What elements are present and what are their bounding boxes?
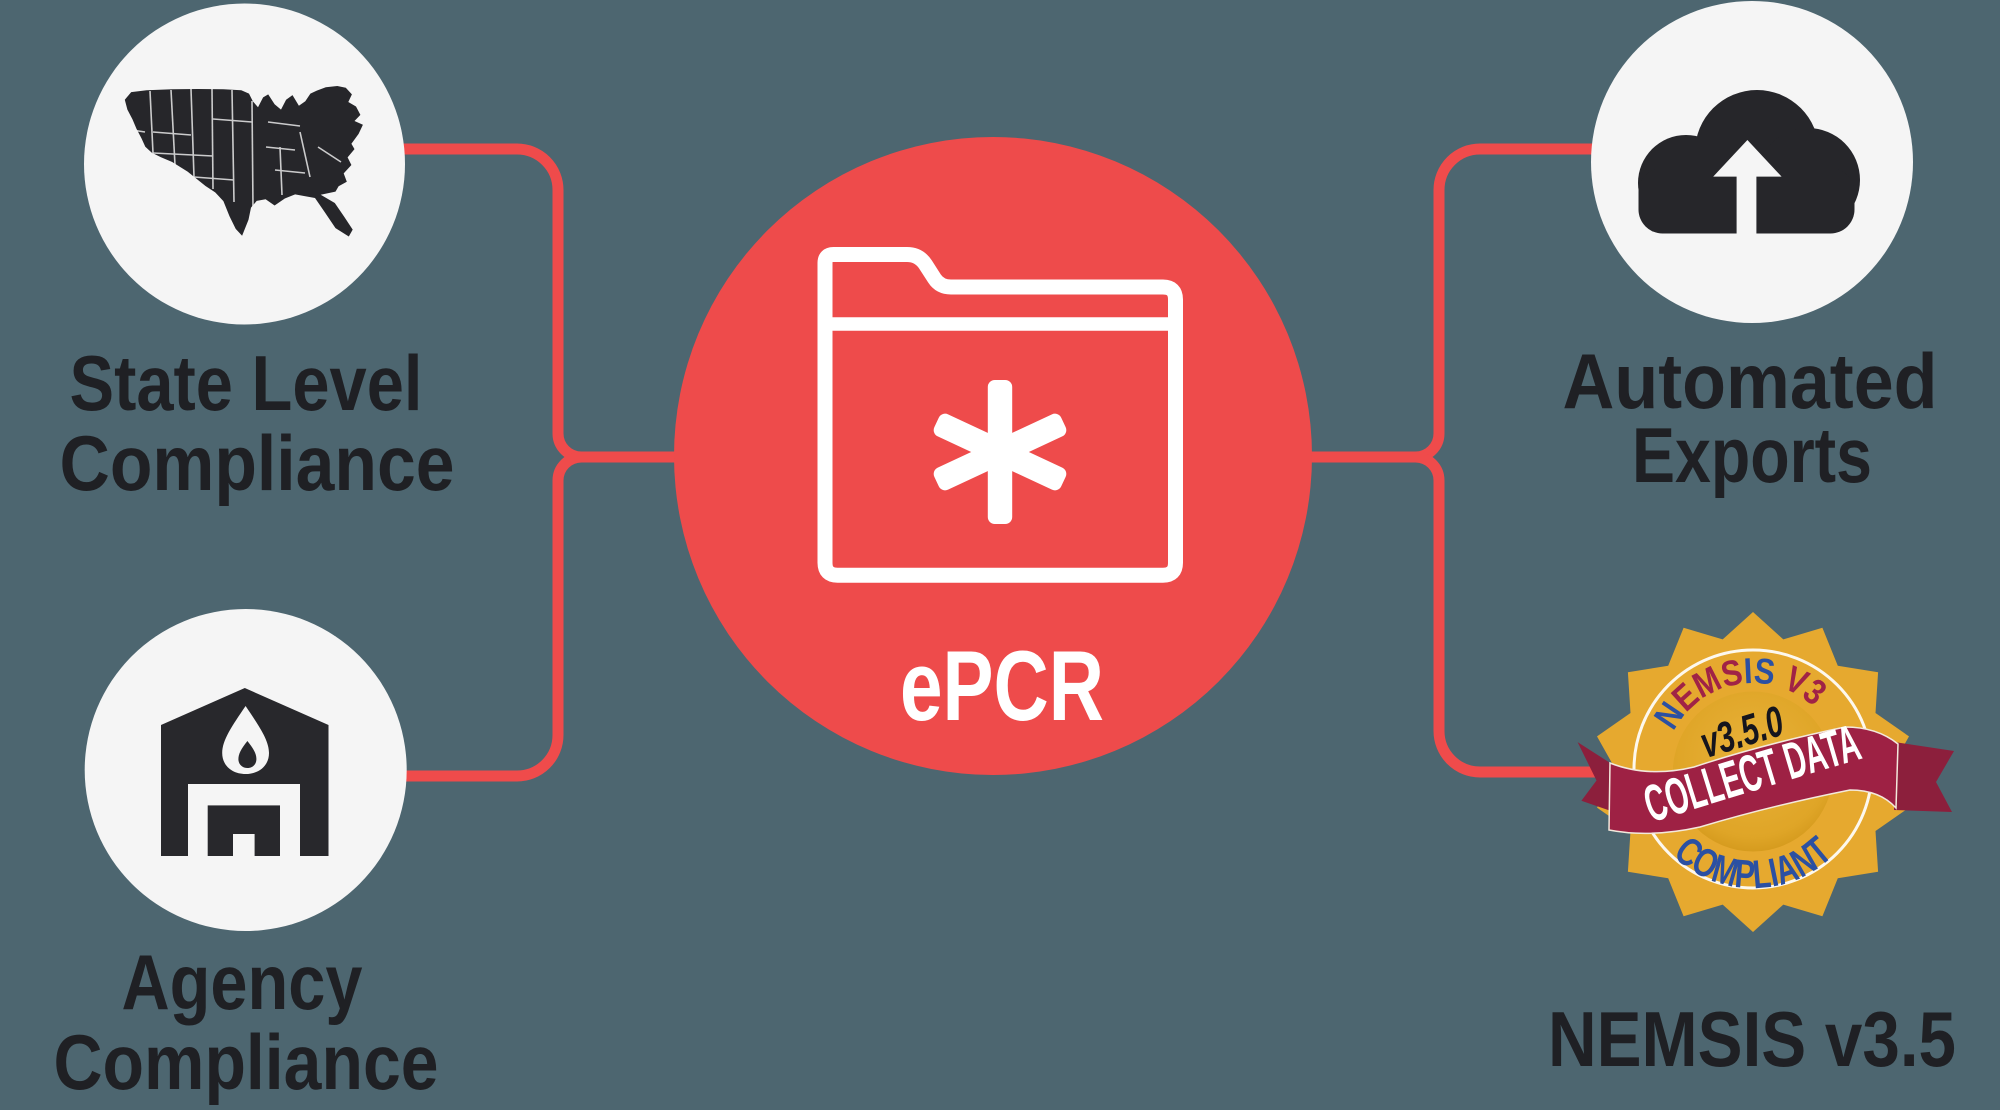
svg-text:Agency: Agency bbox=[122, 938, 363, 1026]
svg-text:Exports: Exports bbox=[1632, 411, 1872, 499]
svg-text:Compliance: Compliance bbox=[54, 1018, 439, 1106]
svg-text:Compliance: Compliance bbox=[60, 419, 455, 507]
svg-text:NEMSIS v3.5: NEMSIS v3.5 bbox=[1548, 995, 1956, 1083]
svg-text:ePCR: ePCR bbox=[900, 630, 1104, 741]
svg-text:Automated: Automated bbox=[1563, 337, 1938, 425]
svg-text:State Level: State Level bbox=[70, 339, 423, 427]
